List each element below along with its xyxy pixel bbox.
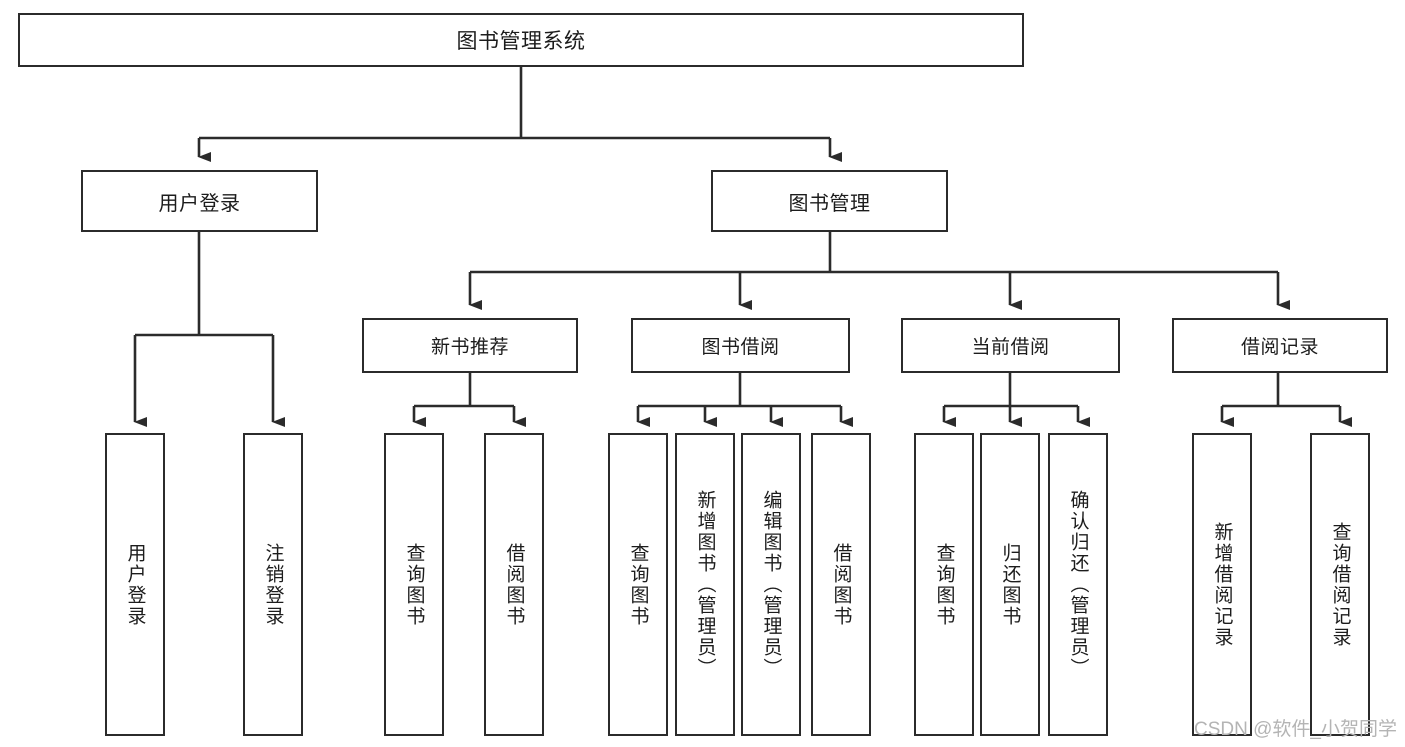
leaf-query-borrow-record[interactable]: 查询借阅记录 — [1310, 433, 1370, 736]
leaf-user-login[interactable]: 用户登录 — [105, 433, 165, 736]
node-label: 借阅图书 — [830, 542, 852, 627]
node-label: 借阅图书 — [503, 542, 525, 627]
leaf-query-book-recommend[interactable]: 查询图书 — [384, 433, 444, 736]
node-label: 查询图书 — [403, 542, 425, 627]
node-label: 编辑图书（管理员） — [760, 490, 782, 679]
node-new-book-recommend[interactable]: 新书推荐 — [362, 318, 578, 373]
node-label: 用户登录 — [124, 542, 146, 627]
node-label: 当前借阅 — [971, 337, 1050, 358]
node-label: 查询图书 — [627, 542, 649, 627]
node-label: 用户登录 — [158, 192, 241, 215]
node-root-system[interactable]: 图书管理系统 — [18, 13, 1024, 67]
node-label: 新增借阅记录 — [1211, 521, 1233, 648]
node-book-management[interactable]: 图书管理 — [711, 170, 948, 232]
node-user-login[interactable]: 用户登录 — [81, 170, 318, 232]
leaf-confirm-return-admin[interactable]: 确认归还（管理员） — [1048, 433, 1108, 736]
node-label: 图书管理 — [788, 192, 871, 215]
node-label: 新书推荐 — [430, 337, 509, 358]
node-label: 归还图书 — [999, 542, 1021, 627]
node-label: 借阅记录 — [1240, 337, 1319, 358]
leaf-edit-book-admin[interactable]: 编辑图书（管理员） — [741, 433, 801, 736]
node-borrow-record[interactable]: 借阅记录 — [1172, 318, 1388, 373]
leaf-query-book-borrow[interactable]: 查询图书 — [608, 433, 668, 736]
node-label: 注销登录 — [262, 542, 284, 627]
node-current-borrow[interactable]: 当前借阅 — [901, 318, 1120, 373]
node-label: 确认归还（管理员） — [1067, 490, 1089, 679]
watermark-text: CSDN @软件_小贺同学 — [1194, 719, 1397, 740]
leaf-add-book-admin[interactable]: 新增图书（管理员） — [675, 433, 735, 736]
node-label: 新增图书（管理员） — [694, 490, 716, 679]
node-label: 查询借阅记录 — [1329, 521, 1351, 648]
node-label: 图书管理系统 — [456, 30, 586, 53]
node-label: 查询图书 — [933, 542, 955, 627]
leaf-logout-login[interactable]: 注销登录 — [243, 433, 303, 736]
leaf-add-borrow-record[interactable]: 新增借阅记录 — [1192, 433, 1252, 736]
leaf-query-book-current[interactable]: 查询图书 — [914, 433, 974, 736]
node-book-borrow[interactable]: 图书借阅 — [631, 318, 850, 373]
node-label: 图书借阅 — [701, 337, 780, 358]
leaf-borrow-book[interactable]: 借阅图书 — [811, 433, 871, 736]
leaf-return-book[interactable]: 归还图书 — [980, 433, 1040, 736]
leaf-borrow-book-recommend[interactable]: 借阅图书 — [484, 433, 544, 736]
